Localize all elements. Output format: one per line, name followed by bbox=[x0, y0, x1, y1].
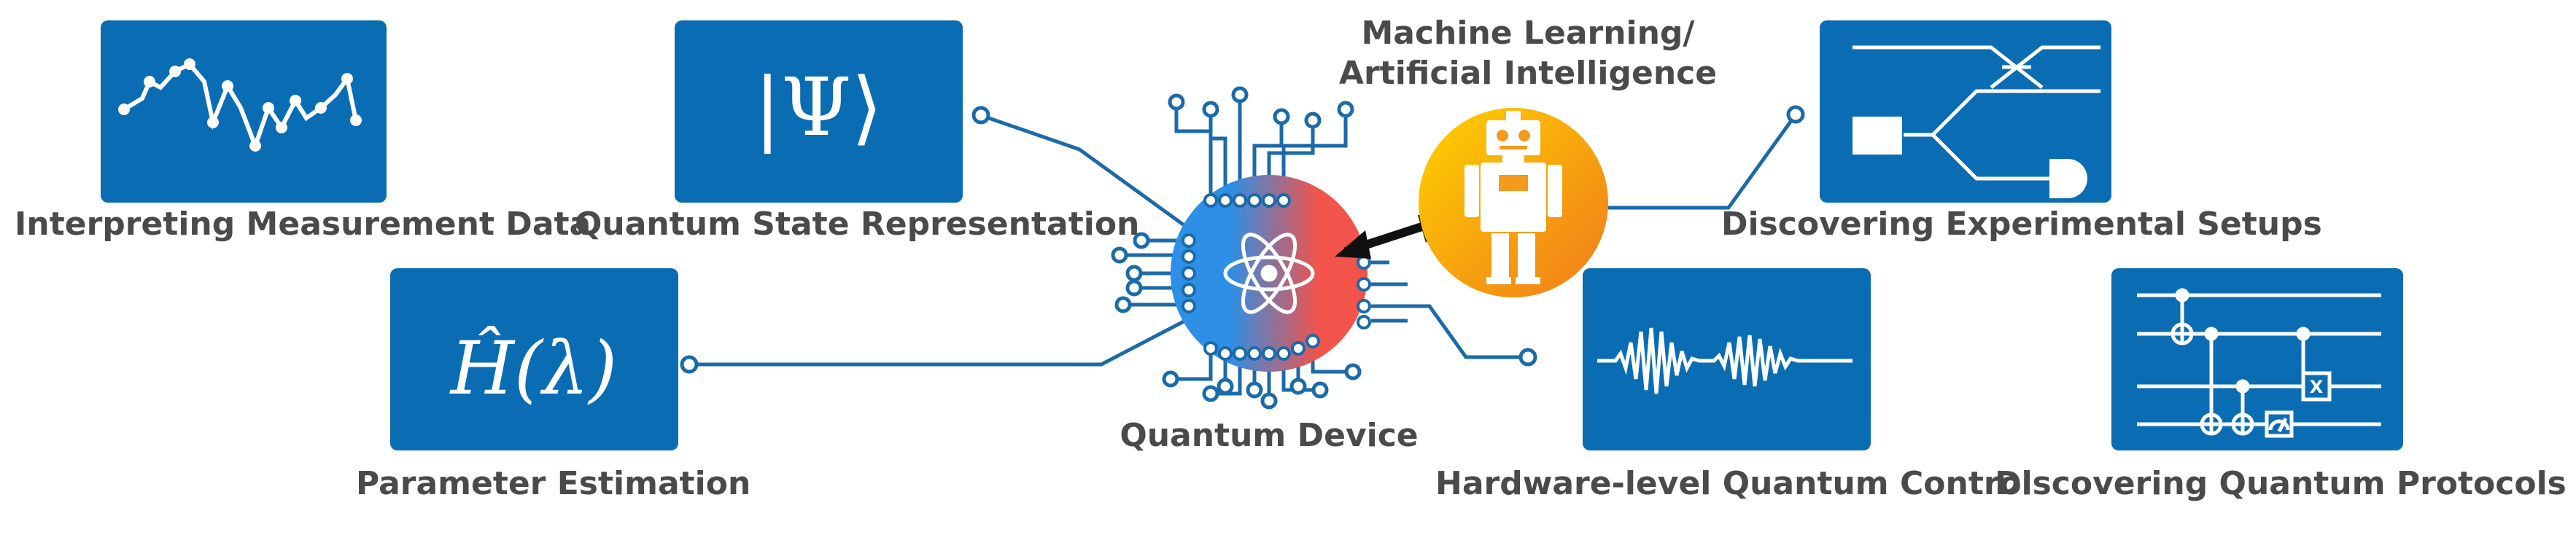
panel-parameter-label: Parameter Estimation bbox=[356, 465, 750, 502]
noisy-data-icon bbox=[118, 58, 362, 152]
panel-state-label: Quantum State Representation bbox=[575, 206, 1139, 243]
panel-setups-label: Discovering Experimental Setups bbox=[1721, 206, 2322, 243]
trace-terminals bbox=[680, 86, 1805, 410]
panel-control: Hardware-level Quantum Control bbox=[1435, 268, 2033, 502]
quantum-device: Quantum Device bbox=[1120, 175, 1419, 454]
panel-measurement: Interpreting Measurement Data bbox=[15, 20, 591, 243]
machine-learning-node: Machine Learning/ Artificial Intelligenc… bbox=[1339, 15, 1717, 297]
robot-icon bbox=[1464, 111, 1562, 284]
hamiltonian-symbol: Ĥ(λ) bbox=[449, 326, 618, 411]
panel-parameter: Ĥ(λ) Parameter Estimation bbox=[356, 268, 750, 502]
panel-protocols-label: Discovering Quantum Protocols bbox=[1995, 465, 2567, 502]
panel-setups-box bbox=[1820, 20, 2111, 203]
ml-title-line2: Artificial Intelligence bbox=[1339, 55, 1717, 92]
panel-state: |Ψ⟩ Quantum State Representation bbox=[575, 20, 1139, 243]
x-gate-label: X bbox=[2310, 377, 2324, 397]
ml-title-line1: Machine Learning/ bbox=[1361, 15, 1695, 52]
panel-state-box bbox=[675, 20, 963, 203]
circuit-icon bbox=[2137, 288, 2381, 438]
robot-face bbox=[1497, 130, 1530, 191]
panel-protocols: X Discovering Quantum Protocols bbox=[1995, 268, 2567, 502]
waveform-icon bbox=[1597, 327, 1853, 394]
panel-measurement-label: Interpreting Measurement Data bbox=[15, 206, 591, 243]
psi-ket-symbol: |Ψ⟩ bbox=[754, 60, 882, 154]
panel-protocols-box bbox=[2111, 268, 2403, 450]
panel-parameter-box bbox=[390, 268, 678, 450]
optical-setup-icon bbox=[1853, 45, 2100, 198]
atom-icon bbox=[1223, 233, 1315, 314]
panel-control-label: Hardware-level Quantum Control bbox=[1435, 465, 2033, 502]
panel-setups: Discovering Experimental Setups bbox=[1721, 20, 2322, 243]
chip-pads bbox=[1182, 193, 1371, 361]
quantum-device-label: Quantum Device bbox=[1120, 417, 1418, 454]
